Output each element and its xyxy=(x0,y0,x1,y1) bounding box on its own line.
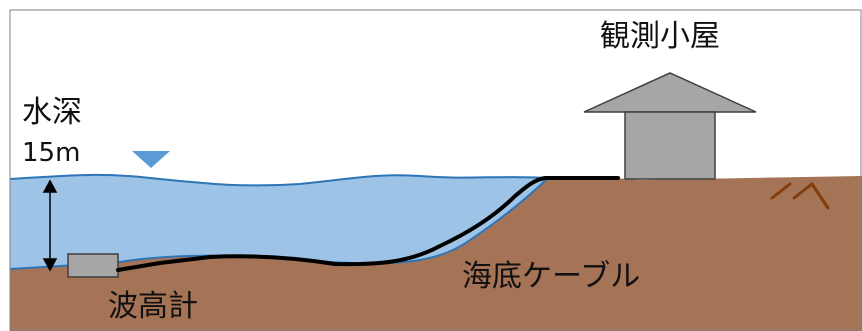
diagram-frame xyxy=(9,9,862,331)
seabed xyxy=(10,176,862,331)
ground-crack-marks xyxy=(770,182,830,210)
submarine-cable-label: 海底ケーブル xyxy=(462,259,641,294)
water-depth-label: 水深 xyxy=(22,95,82,130)
water-level-marker-icon xyxy=(132,151,170,168)
observation-hut-icon xyxy=(583,72,757,180)
observation-hut-label: 観測小屋 xyxy=(600,19,720,54)
water-surface xyxy=(9,173,549,187)
wave-gauge-icon xyxy=(67,253,119,278)
water-depth-value: 15m xyxy=(22,138,81,168)
depth-arrow-icon xyxy=(42,179,58,272)
water-body xyxy=(10,174,548,269)
wave-gauge-label: 波高計 xyxy=(108,289,198,324)
submarine-cable xyxy=(116,176,620,272)
